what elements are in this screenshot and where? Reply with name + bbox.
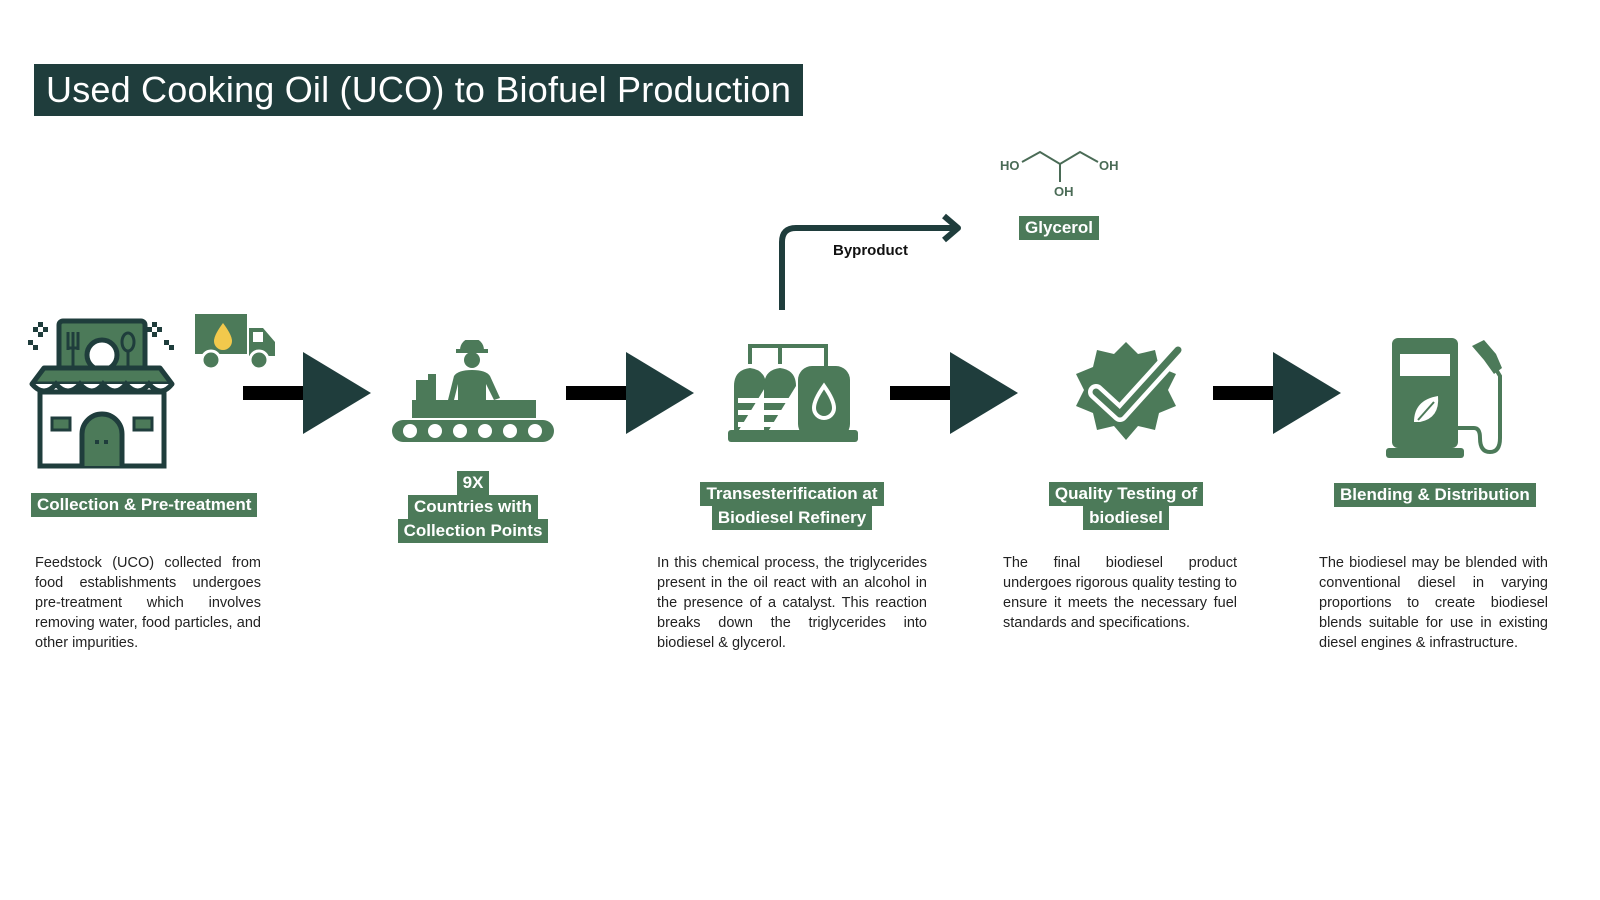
stage-5-description: The biodiesel may be blended with conven… (1319, 555, 1548, 651)
glycerol-tag-wrap: Glycerol (1019, 216, 1100, 240)
molecule-label-left: HO (1000, 158, 1020, 173)
stage-label-line: Transesterification at (700, 482, 884, 506)
quality-check-icon (1076, 342, 1186, 440)
stage-label-line: Quality Testing of (1048, 482, 1204, 506)
fuel-pump-icon (1386, 338, 1502, 458)
flow-arrow (890, 352, 1018, 434)
stage-3-label-wrap: Transesterification at Biodiesel Refiner… (672, 482, 912, 530)
glycerol-molecule-icon: HO OH OH (1000, 150, 1119, 199)
stage-label-line: biodiesel (1083, 506, 1169, 530)
stage-4-description: The final biodiesel product undergoes ri… (1003, 555, 1237, 631)
stage-4-label-wrap: Quality Testing of biodiesel (1026, 482, 1226, 530)
byproduct-arrow (779, 213, 961, 310)
page-title: Used Cooking Oil (UCO) to Biofuel Produc… (34, 64, 804, 116)
byproduct-label: Byproduct (833, 242, 908, 259)
flow-arrow (243, 352, 371, 434)
stage-label-line: Biodiesel Refinery (711, 506, 873, 530)
stage-label: Blending & Distribution (1334, 483, 1536, 507)
stage-1-description: Feedstock (UCO) collected from food esta… (35, 555, 261, 651)
flow-arrow (1213, 352, 1341, 434)
stage-1-label-wrap: Collection & Pre-treatment (31, 493, 258, 517)
stage-3-description: In this chemical process, the triglyceri… (657, 555, 927, 651)
molecule-label-right: OH (1099, 158, 1119, 173)
restaurant-icon (28, 318, 175, 469)
stage-5-label-wrap: Blending & Distribution (1334, 483, 1536, 507)
stage-label-line: Countries with (407, 495, 539, 519)
truck-icon (195, 314, 275, 371)
stage-label-line: Collection Points (397, 519, 549, 543)
conveyor-worker-icon (392, 340, 554, 442)
flow-arrow (566, 352, 694, 434)
molecule-label-bottom: OH (1054, 184, 1074, 199)
stage-label: Collection & Pre-treatment (31, 493, 258, 517)
stage-2-label-wrap: 9X Countries with Collection Points (373, 471, 573, 543)
glycerol-label: Glycerol (1019, 216, 1100, 240)
stage-label-line: 9X (456, 471, 490, 495)
refinery-icon (728, 344, 858, 442)
